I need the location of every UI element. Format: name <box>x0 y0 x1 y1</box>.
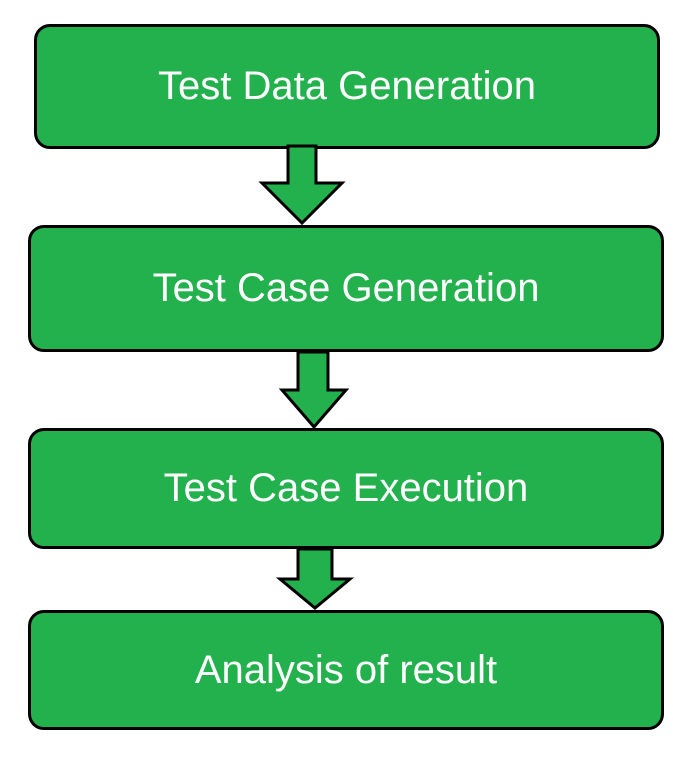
step-test-data-generation: Test Data Generation <box>34 24 660 149</box>
down-arrow-icon <box>258 144 346 226</box>
step-label: Test Data Generation <box>158 64 536 108</box>
step-analysis-of-result: Analysis of result <box>28 610 664 730</box>
step-test-case-execution: Test Case Execution <box>28 428 664 549</box>
step-label: Test Case Generation <box>152 266 540 310</box>
down-arrow-icon <box>275 547 355 610</box>
step-label: Test Case Execution <box>163 466 529 510</box>
step-test-case-generation: Test Case Generation <box>28 225 664 352</box>
down-arrow-icon <box>278 350 350 430</box>
step-label: Analysis of result <box>194 647 498 692</box>
